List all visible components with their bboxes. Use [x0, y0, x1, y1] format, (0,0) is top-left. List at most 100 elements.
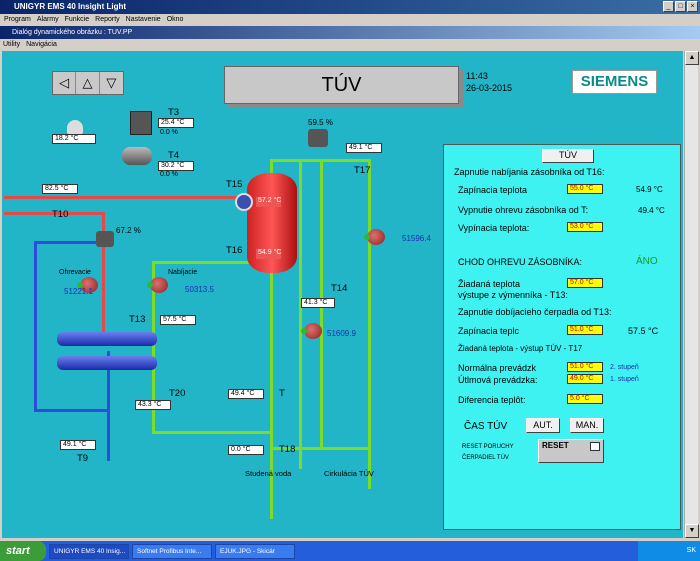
boiler-t3-icon — [130, 111, 152, 135]
nav-back-icon[interactable]: ◁ — [53, 72, 77, 94]
control-panel: TÚV Zapnutie nabíjania zásobníka od T16:… — [443, 144, 681, 530]
menu-utility[interactable]: Utility — [3, 41, 21, 48]
panel-l4: Vypínacia teplota: — [458, 223, 530, 233]
label-t18: T18 — [279, 444, 296, 455]
label-t3: T3 — [168, 107, 180, 118]
menu-program[interactable]: Program — [4, 16, 31, 23]
scroll-down-icon[interactable]: ▼ — [685, 524, 699, 538]
scroll-up-icon[interactable]: ▲ — [685, 51, 699, 65]
menu-navigacia[interactable]: Navigácia — [26, 41, 57, 48]
pump-ohrevacie-icon[interactable] — [77, 277, 98, 293]
label-t17: T17 — [354, 165, 371, 176]
label-t9: T9 — [77, 453, 89, 464]
siemens-logo: SIEMENS — [572, 70, 657, 94]
panel-r10: 2. stupeň — [610, 364, 639, 371]
menu-bar: Program Alarmy Funkcie Reporty Nastaveni… — [0, 14, 700, 26]
menu-okno[interactable]: Okno — [166, 16, 184, 23]
t3-temp: 25.4 °C — [158, 118, 194, 128]
menu-alarmy[interactable]: Alarmy — [36, 16, 59, 23]
start-button[interactable]: start — [0, 541, 46, 561]
pump-right-icon[interactable] — [364, 229, 385, 245]
vypinacia-teplota-input[interactable]: 53.0 °C — [567, 222, 603, 232]
pipe-hot-horizontal — [4, 196, 244, 199]
panel-l1: Zapnutie nabíjania zásobníka od T16: — [454, 167, 605, 177]
panel-l13: ČAS TÚV — [464, 421, 508, 432]
maximize-button[interactable]: □ — [675, 1, 686, 12]
t3-pct: 0.0 % — [160, 129, 178, 136]
task-softnet[interactable]: Softnet Profibus Inte... — [132, 543, 212, 559]
pipe-green-vert-2 — [299, 159, 302, 469]
label-cirkulacia: Cirkulácia TÚV — [324, 469, 374, 478]
valve-top-pct: 59.5 % — [308, 118, 333, 127]
t13-temp: 57.5 °C — [160, 315, 196, 325]
panel-l7: Zapnutie dobíjacieho čerpadla od T13: — [458, 307, 612, 317]
exchanger-tube-1 — [57, 332, 157, 346]
pipe-cold-top — [34, 241, 104, 244]
window-title: UNIGYR EMS 40 Insight Light — [14, 2, 127, 11]
t14-temp: 41.3 °C — [301, 298, 335, 308]
panel-l3: Vypnutie ohrevu zásobníka od T: — [458, 205, 589, 215]
panel-r11: 1. stupeň — [610, 376, 639, 383]
t10-temp: 82.5 °C — [42, 184, 78, 194]
vertical-scrollbar[interactable]: ▲ ▼ — [684, 51, 699, 538]
pump-nab-hours: 50313.5 — [185, 285, 214, 294]
nav-up-icon[interactable]: △ — [76, 72, 100, 94]
thermometer-icon — [67, 120, 83, 134]
aut-button[interactable]: AUT. — [526, 418, 560, 433]
clock-date: 26-03-2015 — [466, 83, 513, 93]
label-t10: T10 — [52, 209, 69, 220]
menu-funkcie[interactable]: Funkcie — [64, 16, 90, 23]
label-t: T — [279, 388, 285, 399]
zapinacia-teplota-input[interactable]: 55.0 °C — [567, 184, 603, 194]
pipe-hot-horizontal-2 — [4, 212, 104, 215]
heat-exchanger — [57, 326, 157, 378]
valve-top-icon — [308, 129, 328, 147]
diferencia-teplot-input[interactable]: 5.0 °C — [567, 394, 603, 404]
panel-v5: ÁNO — [636, 256, 658, 267]
t4-pct: 0.0 % — [160, 171, 178, 178]
clock-time: 11:43 — [466, 71, 488, 81]
tray-language: SK — [686, 547, 696, 554]
page-title-box: TÚV — [224, 66, 459, 104]
child-window-title: Dialóg dynamického obrázku : TUV.PP — [12, 29, 133, 36]
t20-temp: 43.3 °C — [135, 400, 171, 410]
label-t15: T15 — [226, 179, 243, 190]
pipe-green-vert-4 — [368, 159, 371, 489]
reset-button[interactable]: RESET — [538, 439, 604, 463]
pipe-green-bottom — [270, 447, 370, 450]
nav-arrows: ◁ △ ▽ — [52, 71, 124, 95]
tank-flange-icon — [235, 193, 253, 211]
panel-l14b: ČERPADIEL TÚV — [462, 455, 509, 461]
system-tray: SK — [638, 541, 700, 561]
brand-text: SIEMENS — [580, 73, 649, 90]
normalna-prevadzka-input[interactable]: 51.0 °C — [567, 362, 603, 372]
ziadana-teplota-input[interactable]: 57.0 °C — [567, 278, 603, 288]
pump-ohrev-hours: 51221.1 — [64, 287, 93, 296]
pump-nabijacie-icon[interactable] — [147, 277, 168, 293]
menu-nastavenie[interactable]: Nastavenie — [125, 16, 161, 23]
label-t20: T20 — [169, 388, 186, 399]
taskbar: start UNIGYR EMS 40 Insig... Softnet Pro… — [0, 541, 700, 561]
minimize-button[interactable]: _ — [663, 1, 674, 12]
task-skicar[interactable]: EJUK.JPG - Skicár — [215, 543, 295, 559]
t18-temp: 0.0 °C — [228, 445, 264, 455]
label-studena-voda: Studená voda — [245, 469, 292, 478]
pipe-green-horiz-mid — [152, 261, 272, 264]
exchanger-tube-2 — [57, 356, 157, 370]
child-menu-bar: Utility Navigácia — [0, 39, 700, 50]
man-button[interactable]: MAN. — [570, 418, 604, 433]
pump-right-hours: 51596.4 — [402, 234, 431, 243]
label-t13: T13 — [129, 314, 146, 325]
tuv-button[interactable]: TÚV — [542, 149, 594, 163]
pump-mid-icon[interactable] — [301, 323, 322, 339]
pipe-cold-left — [34, 241, 37, 411]
t-mid-temp: 49.4 °C — [228, 389, 264, 399]
close-button[interactable]: × — [687, 1, 698, 12]
panel-l6a: Žiadaná teplota — [458, 279, 521, 289]
utlmova-prevadzka-input[interactable]: 49.0 °C — [567, 374, 603, 384]
task-unigyr[interactable]: UNIGYR EMS 40 Insig... — [49, 543, 129, 559]
panel-l12: Diferencia teplôt: — [458, 395, 526, 405]
zapinacia-teplota-t13-input[interactable]: 51.0 °C — [567, 325, 603, 335]
nav-down-icon[interactable]: ▽ — [106, 75, 117, 90]
menu-reporty[interactable]: Reporty — [95, 16, 120, 23]
